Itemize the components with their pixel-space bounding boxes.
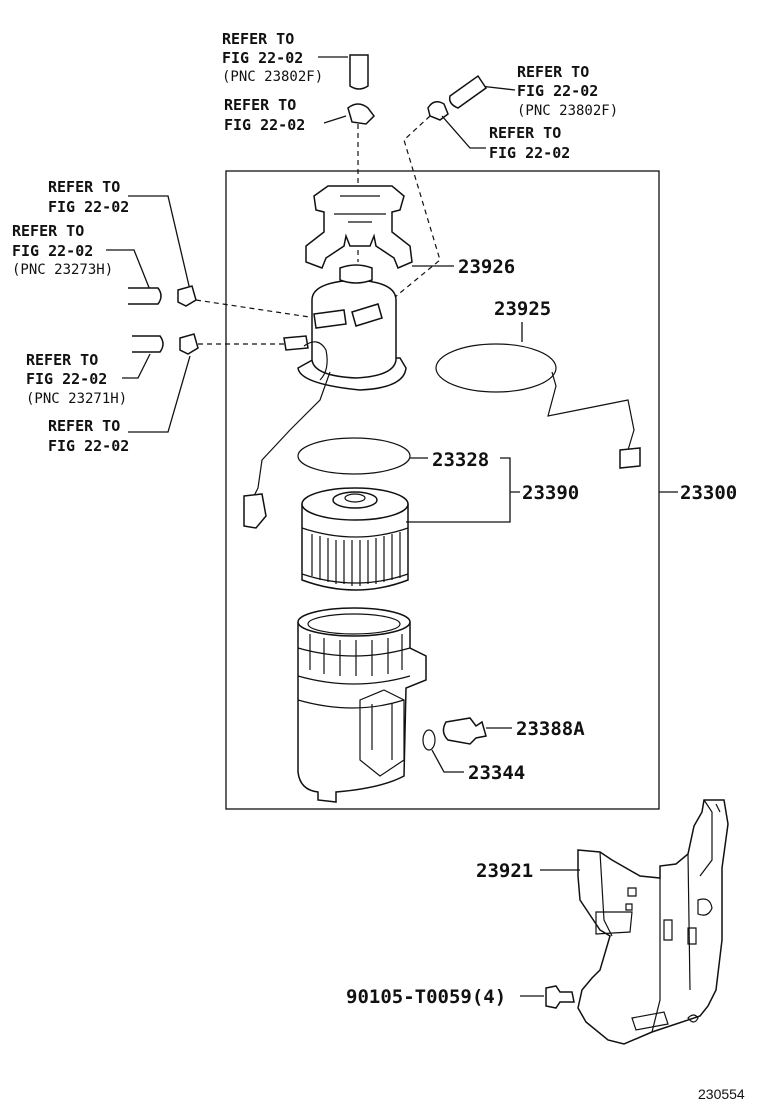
ref-top-hose[interactable]: REFER TO FIG 22-02 (PNC 23802F) — [222, 30, 323, 85]
oring-23328 — [297, 437, 411, 475]
oring-23344 — [422, 729, 436, 751]
label-23921[interactable]: 23921 — [476, 860, 533, 882]
top-clamp-part — [347, 103, 375, 125]
left-hose-upper-part — [128, 287, 162, 305]
ref-right-clamp-line2: FIG 22-02 — [489, 144, 570, 162]
left-hose-lower-leader — [122, 353, 151, 379]
label-23344[interactable]: 23344 — [468, 762, 525, 784]
label-90105[interactable]: 90105-T0059(4) — [346, 986, 506, 1008]
label-23926[interactable]: 23926 — [458, 256, 515, 278]
left-clamp-lower-leader — [128, 355, 191, 433]
ref-top-clamp-line2: FIG 22-02 — [224, 116, 305, 134]
drain-plug-23388A — [442, 717, 487, 745]
ref-right-hose[interactable]: REFER TO FIG 22-02 (PNC 23802F) — [517, 63, 618, 119]
top-clamp-leader — [323, 115, 347, 124]
ref-left-hose-upper-line1: REFER TO — [12, 222, 84, 240]
p23390-bracket — [406, 457, 520, 523]
sensor-wire-left — [251, 371, 331, 501]
ref-top-clamp-line1: REFER TO — [224, 96, 296, 114]
left-upper-dashed-line — [195, 299, 317, 319]
assembly-frame — [225, 170, 660, 810]
bracket-23921 — [577, 799, 729, 1045]
filter-head-cover — [305, 185, 413, 269]
bolt-90105 — [545, 985, 575, 1009]
right-clamp-leader — [441, 115, 486, 149]
ref-right-hose-line1: REFER TO — [517, 63, 589, 81]
ref-right-clamp[interactable]: REFER TO FIG 22-02 — [489, 124, 570, 162]
oring-23925 — [435, 343, 557, 393]
label-23390[interactable]: 23390 — [522, 482, 579, 504]
left-clamp-upper-part — [177, 285, 197, 307]
left-hose-lower-part — [132, 335, 164, 353]
sensor-connector-left — [243, 493, 267, 529]
label-23925[interactable]: 23925 — [494, 298, 551, 320]
filter-element-23390 — [301, 487, 409, 591]
ref-left-clamp-lower-line2: FIG 22-02 — [48, 437, 129, 455]
right-clamp-part — [427, 101, 449, 121]
ref-left-clamp-upper[interactable]: REFER TO FIG 22-02 — [48, 178, 129, 216]
left-hose-upper-leader — [106, 249, 151, 291]
ref-left-hose-upper-line2: FIG 22-02 — [12, 242, 93, 260]
ref-left-hose-upper-pnc: (PNC 23273H) — [12, 262, 113, 278]
label-23300[interactable]: 23300 — [680, 482, 737, 504]
left-clamp-lower-part — [179, 333, 199, 355]
ref-top-hose-line2: FIG 22-02 — [222, 49, 303, 67]
top-hose-part — [349, 54, 369, 90]
ref-top-hose-pnc: (PNC 23802F) — [222, 69, 323, 85]
ref-left-hose-lower-line1: REFER TO — [26, 351, 98, 369]
ref-left-clamp-lower[interactable]: REFER TO FIG 22-02 — [48, 417, 129, 455]
right-hose-part — [448, 74, 488, 109]
ref-left-hose-upper[interactable]: REFER TO FIG 22-02 (PNC 23273H) — [12, 222, 113, 278]
ref-left-hose-lower[interactable]: REFER TO FIG 22-02 (PNC 23271H) — [26, 351, 127, 407]
figure-id: 230554 — [698, 1086, 745, 1102]
ref-right-hose-line2: FIG 22-02 — [517, 82, 598, 100]
ref-left-hose-lower-line2: FIG 22-02 — [26, 370, 107, 388]
label-23328[interactable]: 23328 — [432, 449, 489, 471]
sensor-connector-right — [619, 447, 641, 469]
ref-left-clamp-upper-line2: FIG 22-02 — [48, 198, 129, 216]
ref-left-clamp-lower-line1: REFER TO — [48, 417, 120, 435]
ref-left-hose-lower-pnc: (PNC 23271H) — [26, 391, 127, 407]
ref-right-hose-pnc: (PNC 23802F) — [517, 103, 618, 119]
filter-head — [283, 264, 407, 391]
ref-right-clamp-line1: REFER TO — [489, 124, 561, 142]
left-clamp-upper-leader — [128, 195, 191, 291]
filter-case — [297, 607, 427, 803]
ref-top-clamp[interactable]: REFER TO FIG 22-02 — [224, 96, 305, 134]
label-23388A[interactable]: 23388A — [516, 718, 585, 740]
sensor-wire-right — [547, 371, 635, 451]
p23344-leader — [431, 749, 464, 773]
ref-top-hose-line1: REFER TO — [222, 30, 294, 48]
ref-left-clamp-upper-line1: REFER TO — [48, 178, 120, 196]
